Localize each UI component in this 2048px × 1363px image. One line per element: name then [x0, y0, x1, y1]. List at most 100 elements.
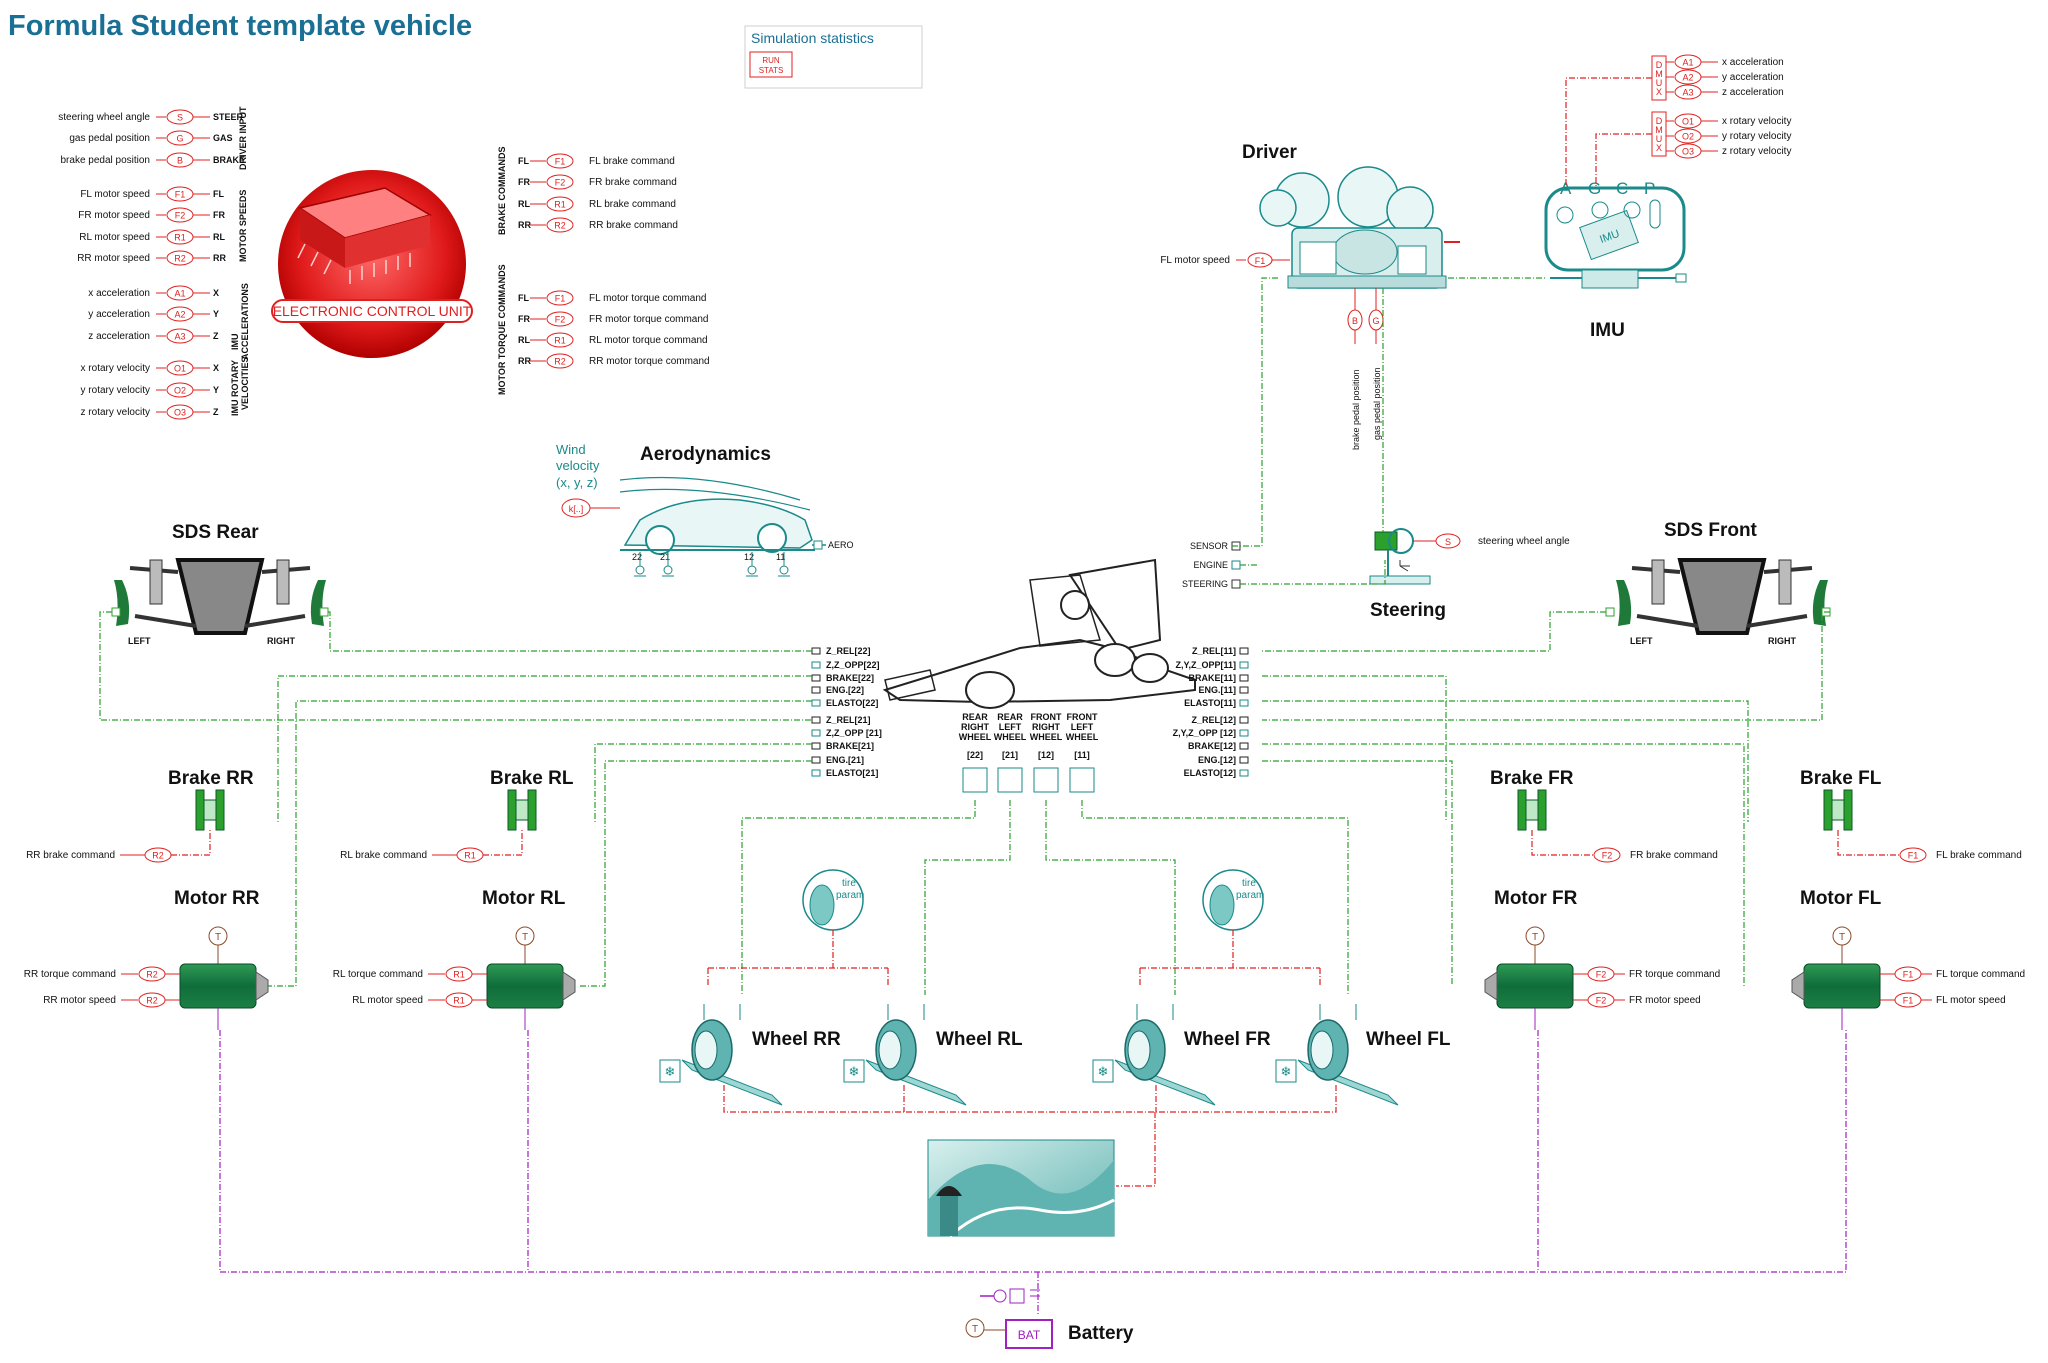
brake-title: Brake RL [490, 768, 574, 789]
tire-param-front[interactable]: tire param [1202, 869, 1264, 931]
imu-letter: C [1616, 179, 1628, 198]
car-port-left [811, 756, 821, 764]
brake-cmd-port-shape [1593, 847, 1621, 863]
wheel-block[interactable]: ❄ [843, 1004, 967, 1106]
car-wheel-id: [21] [1002, 750, 1018, 760]
group-label-torque-commands: MOTOR TORQUE COMMANDS [497, 264, 507, 395]
sds-rear-title: SDS Rear [172, 522, 259, 543]
driver-pedal-outputs: B G brake pedal position gas pedal posit… [1347, 288, 1384, 450]
car-port-left [811, 729, 821, 737]
brake-block[interactable]: Brake RL [490, 768, 574, 831]
ecu-output-label: FL brake command [589, 156, 675, 167]
svg-text:T: T [215, 932, 221, 943]
wheel-block[interactable]: ❄ [1275, 1004, 1399, 1106]
car-wheel-label: REAR [997, 712, 1023, 722]
chassis-control-ports: SENSOR ENGINE STEERING [1182, 541, 1241, 589]
motor-speed-label: FL motor speed [1936, 995, 2006, 1006]
car-port-right [1239, 674, 1249, 682]
sds-front-block[interactable] [1605, 558, 1831, 635]
driver-block[interactable] [1259, 166, 1460, 289]
brake-command-label: RR brake command [26, 850, 115, 861]
run-stats-button[interactable]: RUN STATS [749, 51, 793, 78]
ecu-input-tag: X [213, 288, 219, 298]
ecu-output-port-shape [546, 290, 574, 306]
ecu-input-port: G [176, 134, 183, 144]
car-port-right [1239, 661, 1249, 669]
car-port-right-label: Z_REL[11] [1192, 646, 1236, 656]
group-label-motor-speeds: MOTOR SPEEDS [238, 190, 248, 262]
ecu-input-port: R2 [174, 254, 186, 264]
driver-gas-port: G [1372, 316, 1379, 326]
imu-block[interactable]: IMU [1544, 186, 1687, 289]
ecu-output-port-shape [546, 217, 574, 233]
battery-block[interactable]: BAT T [965, 1288, 1053, 1349]
steering-block[interactable] [1369, 528, 1431, 585]
motor-block[interactable]: Motor FLT [1791, 888, 1882, 1030]
car-port-left [811, 769, 821, 777]
motor-block[interactable]: Motor RLT [482, 888, 576, 1030]
car-wheel-label: REAR [962, 712, 988, 722]
ecu-output-port-shape [546, 353, 574, 369]
imu-output-port: O1 [1682, 117, 1694, 127]
car-wheel-label: FRONT [1031, 712, 1062, 722]
wheel-block[interactable]: ❄ [659, 1004, 783, 1106]
group-label-imu-accel-2: ACCELERATIONS [240, 283, 250, 360]
ecu-input-port: A3 [174, 332, 185, 342]
car-wheel-label: LEFT [1071, 722, 1094, 732]
car-wheel-label: WHEEL [1066, 732, 1099, 742]
sds-rear-block[interactable] [111, 558, 329, 635]
brake-cmd-port-shape [1899, 847, 1927, 863]
tire-param-rear[interactable]: tire param [802, 869, 864, 931]
motor-speed-port: R1 [453, 996, 465, 1006]
road-block[interactable] [927, 1139, 1115, 1238]
run-stats-line1: RUN [762, 56, 780, 65]
ecu-block[interactable]: ELECTRONIC CONTROL UNIT [271, 170, 473, 358]
car-port-left [811, 647, 821, 655]
ecu-output-port: F2 [555, 178, 566, 188]
ecu-input-label: x rotary velocity [81, 363, 150, 374]
motor-speed-label: FR motor speed [1629, 995, 1701, 1006]
svg-text:U: U [1656, 134, 1663, 144]
car-port-right [1239, 756, 1249, 764]
group-label-imu-accel: IMU [230, 334, 240, 351]
snowflake-icon: ❄ [1281, 1065, 1292, 1080]
motor-block[interactable]: Motor RRT [174, 888, 269, 1030]
car-ports-right: Z_REL[11]Z,Y,Z_OPP[11]BRAKE[11]ENG.[11]E… [1173, 646, 1249, 778]
car-wheel-port [1069, 767, 1095, 793]
brake-block[interactable]: Brake FL [1800, 768, 1882, 831]
car-port-left [811, 661, 821, 669]
run-stats-line2: STATS [759, 66, 784, 75]
car-wheel-id: [11] [1074, 750, 1090, 760]
engine-port-label: ENGINE [1193, 560, 1228, 570]
tire-param-front-l1: tire [1242, 878, 1256, 889]
driver-title: Driver [1242, 142, 1298, 163]
brake-block[interactable]: Brake FR [1490, 768, 1574, 831]
motor-speed-port: R2 [146, 996, 158, 1006]
wind-line1: Wind [556, 442, 586, 457]
ecu-output-port: R1 [554, 200, 566, 210]
sensor-port-label: SENSOR [1190, 541, 1229, 551]
wheel-block[interactable]: ❄ [1092, 1004, 1216, 1106]
aero-block[interactable] [619, 476, 826, 555]
motor-torque-label: RR torque command [24, 969, 116, 980]
battery-label: BAT [1018, 1328, 1041, 1342]
motor-block[interactable]: Motor FRT [1484, 888, 1578, 1030]
stats-heading: Simulation statistics [751, 30, 874, 46]
brake-block[interactable]: Brake RR [168, 768, 254, 831]
vehicle-chassis-block[interactable] [882, 558, 1196, 709]
wind-velocity-input: Wind velocity (x, y, z) k[..] [556, 442, 620, 518]
svg-text:M: M [1655, 69, 1663, 79]
